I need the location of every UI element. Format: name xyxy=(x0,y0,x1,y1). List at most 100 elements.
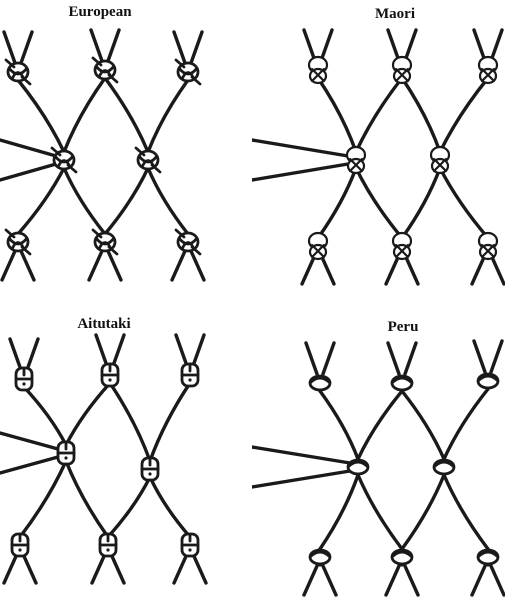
cord-strand xyxy=(491,341,502,372)
knot-icon xyxy=(136,148,160,172)
cord-strand xyxy=(356,78,402,152)
cord-strand xyxy=(0,140,56,156)
netting-diagram-aitutaki xyxy=(0,299,252,598)
knot-icon xyxy=(479,57,497,83)
cord-strand xyxy=(105,78,148,152)
cord-strand xyxy=(91,30,102,61)
cord-strand xyxy=(0,433,58,449)
cord-strand xyxy=(193,554,206,583)
knot-icon xyxy=(6,60,30,84)
knot-icon xyxy=(52,148,76,172)
knot-icon xyxy=(102,364,118,386)
knot-icon xyxy=(58,442,74,464)
cord-strand xyxy=(176,335,187,366)
knot-icon xyxy=(393,233,411,259)
cord-strand xyxy=(174,32,185,63)
cord-strand xyxy=(402,475,444,549)
knot-icon xyxy=(393,57,411,83)
knot-icon xyxy=(392,550,412,567)
knot-icon xyxy=(310,376,330,393)
cord-strand xyxy=(320,475,358,549)
cord-strand xyxy=(402,391,444,459)
cord-strand xyxy=(491,255,504,284)
cord-strand xyxy=(150,477,190,537)
knot-icon xyxy=(309,233,327,259)
cord-strand xyxy=(92,554,105,583)
cord-strand xyxy=(356,168,402,238)
cord-strand xyxy=(4,32,15,63)
cord-strand xyxy=(304,566,317,595)
knot-icon xyxy=(347,147,365,173)
cord-strand xyxy=(108,477,150,537)
cord-strand xyxy=(318,78,356,152)
cord-strand xyxy=(105,168,148,234)
cord-strand xyxy=(405,255,418,284)
cord-strand xyxy=(172,251,185,280)
cord-strand xyxy=(321,30,332,61)
cord-strand xyxy=(320,391,358,459)
cord-strand xyxy=(110,383,150,461)
cord-strand xyxy=(18,168,64,234)
cord-strand xyxy=(18,80,64,152)
cord-strand xyxy=(252,164,348,180)
knot-icon xyxy=(93,58,117,82)
cord-strand xyxy=(150,383,190,461)
cord-strand xyxy=(96,335,107,366)
cord-strand xyxy=(358,391,402,459)
cord-strand xyxy=(108,251,121,280)
knot-icon xyxy=(100,534,116,556)
cord-strand xyxy=(23,554,36,583)
cord-strand xyxy=(174,554,187,583)
cord-strand xyxy=(318,168,356,238)
cord-strand xyxy=(2,251,15,280)
cord-strand xyxy=(474,30,485,61)
cord-strand xyxy=(474,341,485,372)
cord-strand xyxy=(111,554,124,583)
cord-strand xyxy=(321,255,334,284)
cord-strand xyxy=(386,255,399,284)
knot-icon xyxy=(479,233,497,259)
cord-strand xyxy=(491,30,502,61)
knot-icon xyxy=(478,550,498,567)
netting-diagram-european xyxy=(0,0,252,299)
cord-strand xyxy=(0,457,58,473)
cord-strand xyxy=(20,461,66,537)
cord-strand xyxy=(4,554,17,583)
cord-strand xyxy=(89,251,102,280)
knot-icon xyxy=(182,534,198,556)
cord-strand xyxy=(148,80,188,152)
cord-strand xyxy=(402,168,440,238)
knot-icon xyxy=(348,460,368,477)
knot-icon xyxy=(431,147,449,173)
cord-strand xyxy=(386,566,399,595)
panel-maori: Maori xyxy=(252,0,505,299)
knot-icon xyxy=(6,230,30,254)
cord-strand xyxy=(27,339,38,370)
cord-strand xyxy=(302,255,315,284)
knot-icon xyxy=(142,458,158,480)
netting-diagram-peru xyxy=(252,299,505,598)
cord-strand xyxy=(405,30,416,61)
cord-strand xyxy=(252,140,348,156)
cord-strand xyxy=(108,30,119,61)
cord-strand xyxy=(148,168,188,234)
cord-strand xyxy=(21,32,32,63)
cord-strand xyxy=(323,566,336,595)
cord-strand xyxy=(193,335,204,366)
panel-peru: Peru xyxy=(252,299,505,598)
cord-strand xyxy=(306,343,317,374)
cord-strand xyxy=(388,30,399,61)
cord-strand xyxy=(323,343,334,374)
knot-icon xyxy=(309,57,327,83)
netting-diagram-maori xyxy=(252,0,505,299)
panel-aitutaki: Aitutaki xyxy=(0,299,252,598)
knot-icon xyxy=(310,550,330,567)
knot-icon xyxy=(16,368,32,390)
cord-strand xyxy=(252,471,350,487)
cord-strand xyxy=(472,255,485,284)
cord-strand xyxy=(113,335,124,366)
cord-strand xyxy=(21,251,34,280)
cord-strand xyxy=(66,461,108,537)
knot-icon xyxy=(434,460,454,477)
cord-strand xyxy=(66,383,110,445)
